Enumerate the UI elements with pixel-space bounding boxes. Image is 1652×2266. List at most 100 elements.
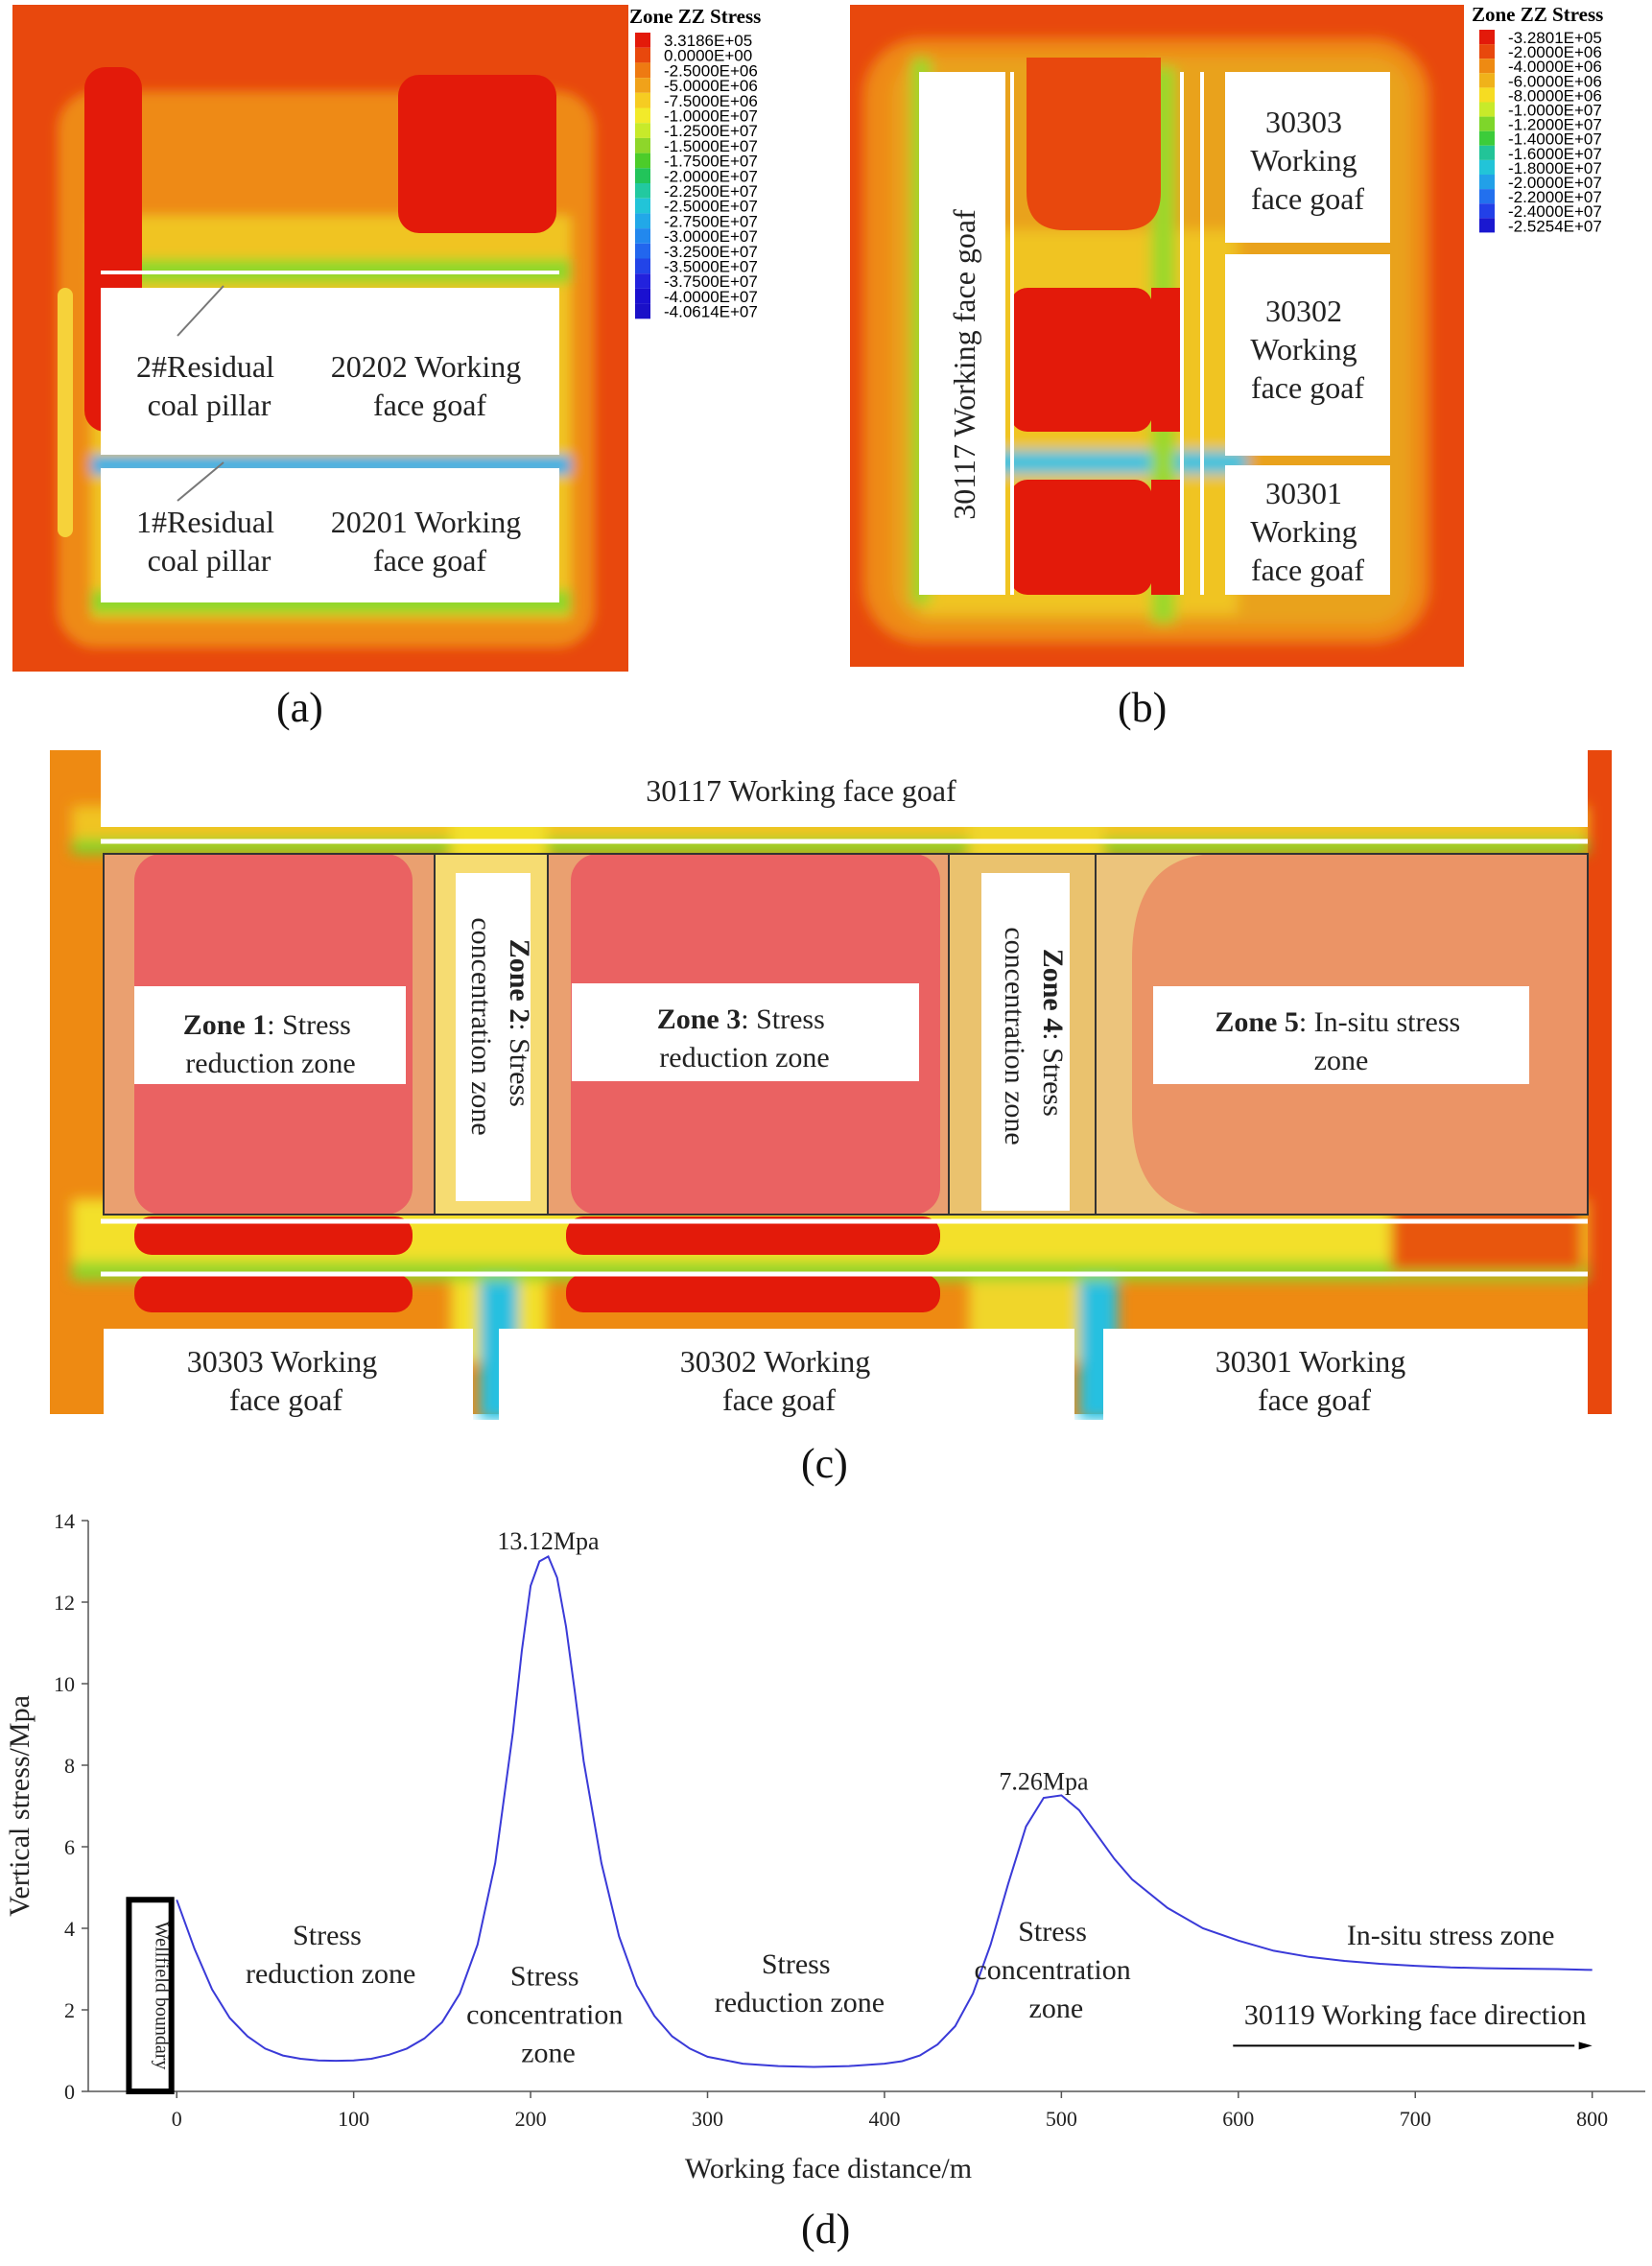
y-axis-label: Vertical stress/Mpa <box>4 1695 35 1917</box>
legend-swatch <box>635 183 650 199</box>
legend-swatch <box>635 288 650 304</box>
legend-value: -2.7500E+07 <box>664 212 758 230</box>
label-20201: 20201 Working face goaf <box>331 505 530 578</box>
legend-value: -3.2801E+05 <box>1508 29 1602 47</box>
legend-swatch <box>635 168 650 183</box>
wellfield-boundary-label: Wellfield boundary <box>152 1922 173 2069</box>
pointer-arrow-2 <box>177 285 224 337</box>
legend-value: -1.7500E+07 <box>664 153 758 171</box>
x-tick-label: 700 <box>1400 2107 1431 2131</box>
legend-value: -7.5000E+06 <box>664 92 758 110</box>
y-tick-label: 14 <box>54 1509 75 1533</box>
legend-value: -1.4000E+07 <box>1508 130 1602 149</box>
zone-2-label: Zone 2: Stress concentration zone <box>465 917 535 1135</box>
label-box-30301 <box>1225 465 1390 595</box>
legend-value: -4.0614E+07 <box>664 303 758 321</box>
legend-swatch <box>1479 189 1495 204</box>
label-30302: 30302 Working face goaf <box>1250 294 1364 405</box>
y-tick-label: 2 <box>64 1998 75 2022</box>
legend-swatch <box>635 107 650 124</box>
legend-swatch <box>1479 44 1495 59</box>
legend-swatch <box>635 78 650 93</box>
annotation-direction: 30119 Working face direction <box>1244 1999 1587 2031</box>
legend-swatch <box>1479 218 1495 233</box>
peak-1-label: 13.12Mpa <box>497 1527 600 1555</box>
legend-swatch <box>1479 116 1495 131</box>
legend-value: -2.4000E+07 <box>1508 202 1602 221</box>
legend-swatch <box>635 33 650 48</box>
legend-swatch <box>635 303 650 319</box>
legend-value: -4.0000E+07 <box>664 288 758 306</box>
legend-value: -3.0000E+07 <box>664 227 758 246</box>
legend-value: -2.5000E+06 <box>664 61 758 80</box>
label-box-30302 <box>1225 254 1390 456</box>
legend-swatch <box>1479 175 1495 190</box>
caption-d: (d) <box>801 2206 851 2253</box>
label-20202: 20202 Working face goaf <box>331 349 530 422</box>
legend-swatch <box>635 137 650 153</box>
legend-value: -3.2500E+07 <box>664 243 758 261</box>
label-2-residual: 2#Residual coal pillar <box>136 349 282 422</box>
x-tick-label: 200 <box>515 2107 547 2131</box>
legend-value: -1.0000E+07 <box>664 107 758 126</box>
legend-swatch <box>635 243 650 259</box>
x-tick-label: 300 <box>692 2107 723 2131</box>
zone-5-label: Zone 5: In-situ stress zone <box>1215 1006 1467 1076</box>
y-tick-label: 4 <box>64 1917 75 1941</box>
label-box-30117 <box>919 72 1005 595</box>
caption-b: (b) <box>1118 684 1168 731</box>
y-tick-label: 8 <box>64 1754 75 1778</box>
legend-value: 3.3186E+05 <box>664 32 752 50</box>
legend-swatch <box>1479 59 1495 74</box>
legend-swatch <box>635 123 650 138</box>
legend-value: -6.0000E+06 <box>1508 72 1602 90</box>
label-box-30303 <box>1225 72 1390 243</box>
annotation-reduction-1: Stress reduction zone <box>246 1920 415 1990</box>
zone-1-label: Zone 1: Stress reduction zone <box>183 1009 359 1079</box>
legend-b: -3.2801E+05-2.0000E+06-4.0000E+06-6.0000… <box>1479 29 1602 235</box>
label-30303: 30303 Working face goaf <box>1250 105 1364 216</box>
legend-swatch <box>635 213 650 229</box>
legend-swatch <box>1479 102 1495 117</box>
legend-swatch <box>635 153 650 169</box>
zone-4-label: Zone 4: Stress concentration zone <box>999 927 1069 1145</box>
label-box-lower <box>101 468 559 602</box>
panel-a-contour: 2#Residual coal pillar 20202 Working fac… <box>12 5 761 672</box>
x-tick-label: 500 <box>1046 2107 1077 2131</box>
zone-3-label: Zone 3: Stress reduction zone <box>657 1003 833 1074</box>
legend-swatch <box>1479 73 1495 88</box>
label-30117: 30117 Working face goaf <box>947 209 981 520</box>
y-tick-label: 0 <box>64 2080 75 2104</box>
bottom-label-30303: 30303 Working face goaf <box>187 1344 386 1417</box>
annotation-reduction-2: Stress reduction zone <box>715 1948 885 2018</box>
legend-value: -2.5254E+07 <box>1508 217 1602 235</box>
legend-swatch <box>635 47 650 63</box>
legend-value: -5.0000E+06 <box>664 77 758 95</box>
y-tick-label: 12 <box>54 1591 75 1615</box>
zones-frame <box>103 853 1589 1216</box>
x-tick-label: 800 <box>1576 2107 1608 2131</box>
legend-b-title: Zone ZZ Stress <box>1472 3 1603 26</box>
annotation-concentration-2: Stress concentration zone <box>974 1916 1138 2024</box>
legend-value: -1.6000E+07 <box>1508 145 1602 163</box>
legend-value: -3.7500E+07 <box>664 272 758 291</box>
legend-swatch <box>1479 30 1495 45</box>
bottom-label-30302: 30302 Working face goaf <box>680 1344 879 1417</box>
legend-value: -2.0000E+07 <box>664 167 758 185</box>
pointer-arrow-1 <box>177 461 224 502</box>
pillar-top-red <box>398 75 556 233</box>
legend-swatch <box>635 258 650 274</box>
legend-value: -1.8000E+07 <box>1508 159 1602 177</box>
legend-a-title: Zone ZZ Stress <box>629 5 761 28</box>
label-box-upper <box>101 288 559 455</box>
legend-swatch <box>635 92 650 108</box>
legend-value: -1.2500E+07 <box>664 122 758 140</box>
legend-value: -1.2000E+07 <box>1508 116 1602 134</box>
legend-swatch <box>1479 87 1495 103</box>
top-label-30117: 30117 Working face goaf <box>646 773 956 808</box>
peak-2-label: 7.26Mpa <box>999 1768 1089 1796</box>
chart-axes <box>87 1521 1645 2092</box>
legend-swatch <box>1479 130 1495 146</box>
legend-value: -3.5000E+07 <box>664 258 758 276</box>
